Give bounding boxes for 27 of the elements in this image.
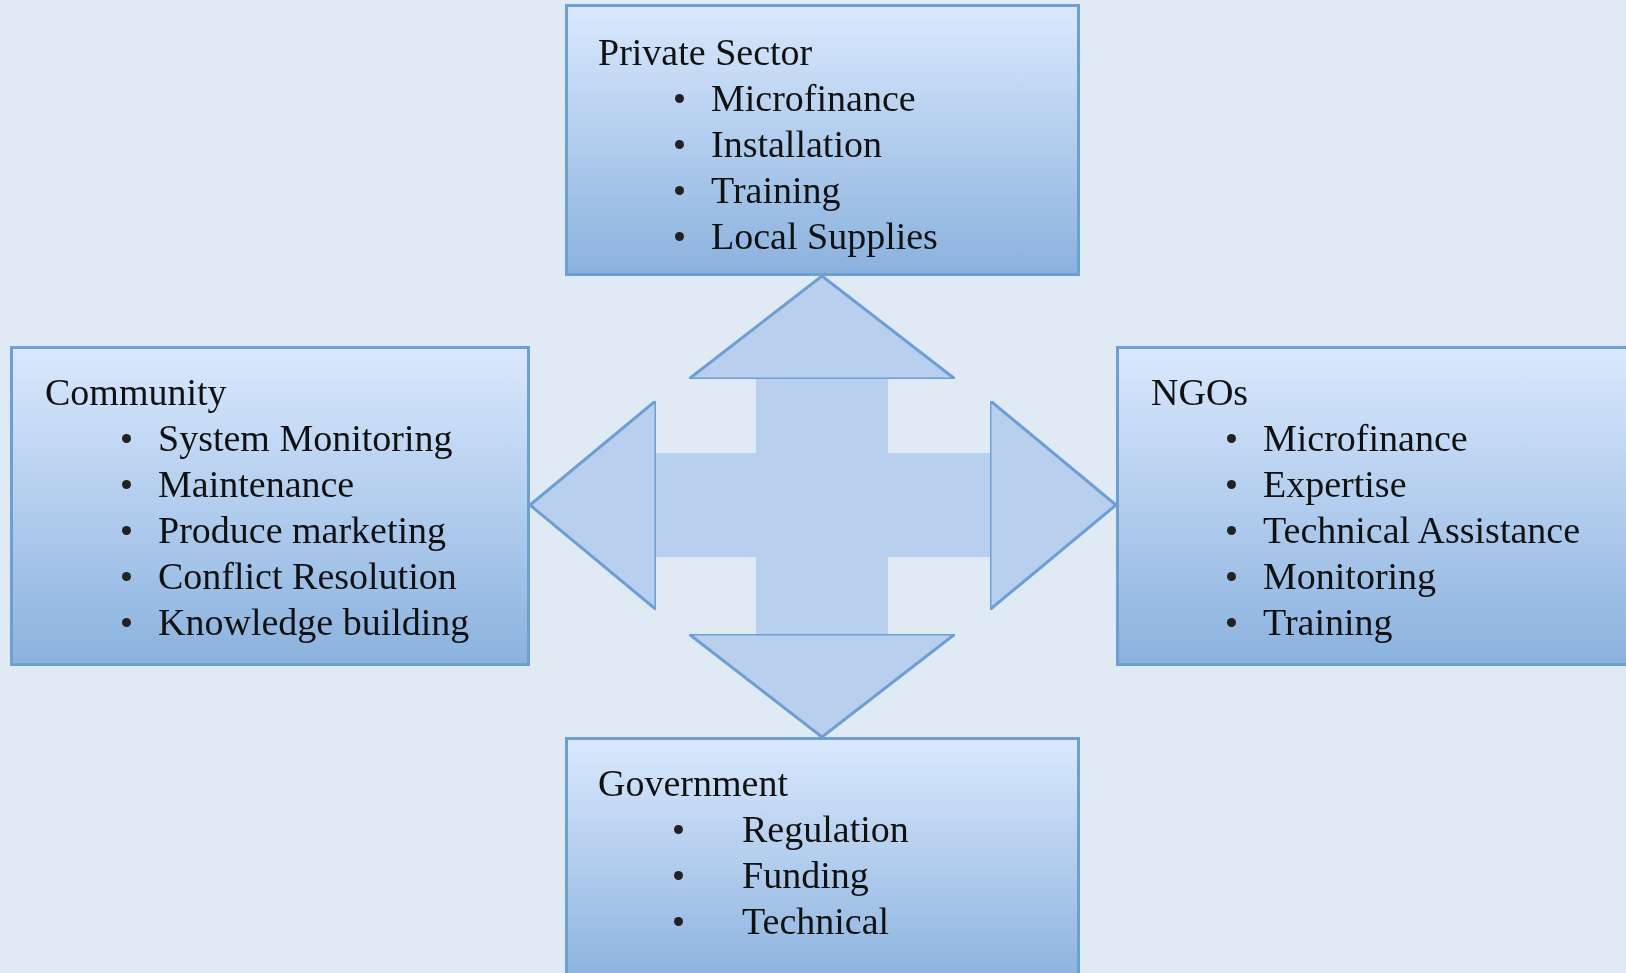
bullet-item: Local Supplies <box>711 214 938 259</box>
bullet-item: Monitoring <box>1263 554 1437 599</box>
box-heading: Community <box>45 370 227 415</box>
bullet-item: Conflict Resolution <box>158 554 457 599</box>
bullet-item: Training <box>711 168 841 213</box>
bullet-item: Regulation <box>742 807 909 852</box>
stakeholder-box <box>1116 346 1626 666</box>
stakeholder-box <box>10 346 530 666</box>
box-heading: NGOs <box>1151 370 1249 415</box>
bullet-item: Microfinance <box>711 76 916 121</box>
bullet-item: Installation <box>711 122 882 167</box>
bullet-item: System Monitoring <box>158 416 453 461</box>
bullet-item: Maintenance <box>158 462 355 507</box>
box-heading: Private Sector <box>598 30 813 75</box>
bullet-item: Technical <box>742 899 890 944</box>
bullet-item: Technical Assistance <box>1263 508 1581 553</box>
block-arrow <box>687 274 957 739</box>
stakeholder-box <box>565 4 1080 276</box>
bullet-item: Produce marketing <box>158 508 447 553</box>
bullet-item: Microfinance <box>1263 416 1468 461</box>
block-arrow <box>528 399 1118 611</box>
bullet-item: Expertise <box>1263 462 1407 507</box>
stakeholder-box <box>565 737 1080 973</box>
box-heading: Government <box>598 761 788 806</box>
bullet-item: Training <box>1263 600 1393 645</box>
bullet-item: Knowledge building <box>158 600 470 645</box>
bullet-item: Funding <box>742 853 869 898</box>
